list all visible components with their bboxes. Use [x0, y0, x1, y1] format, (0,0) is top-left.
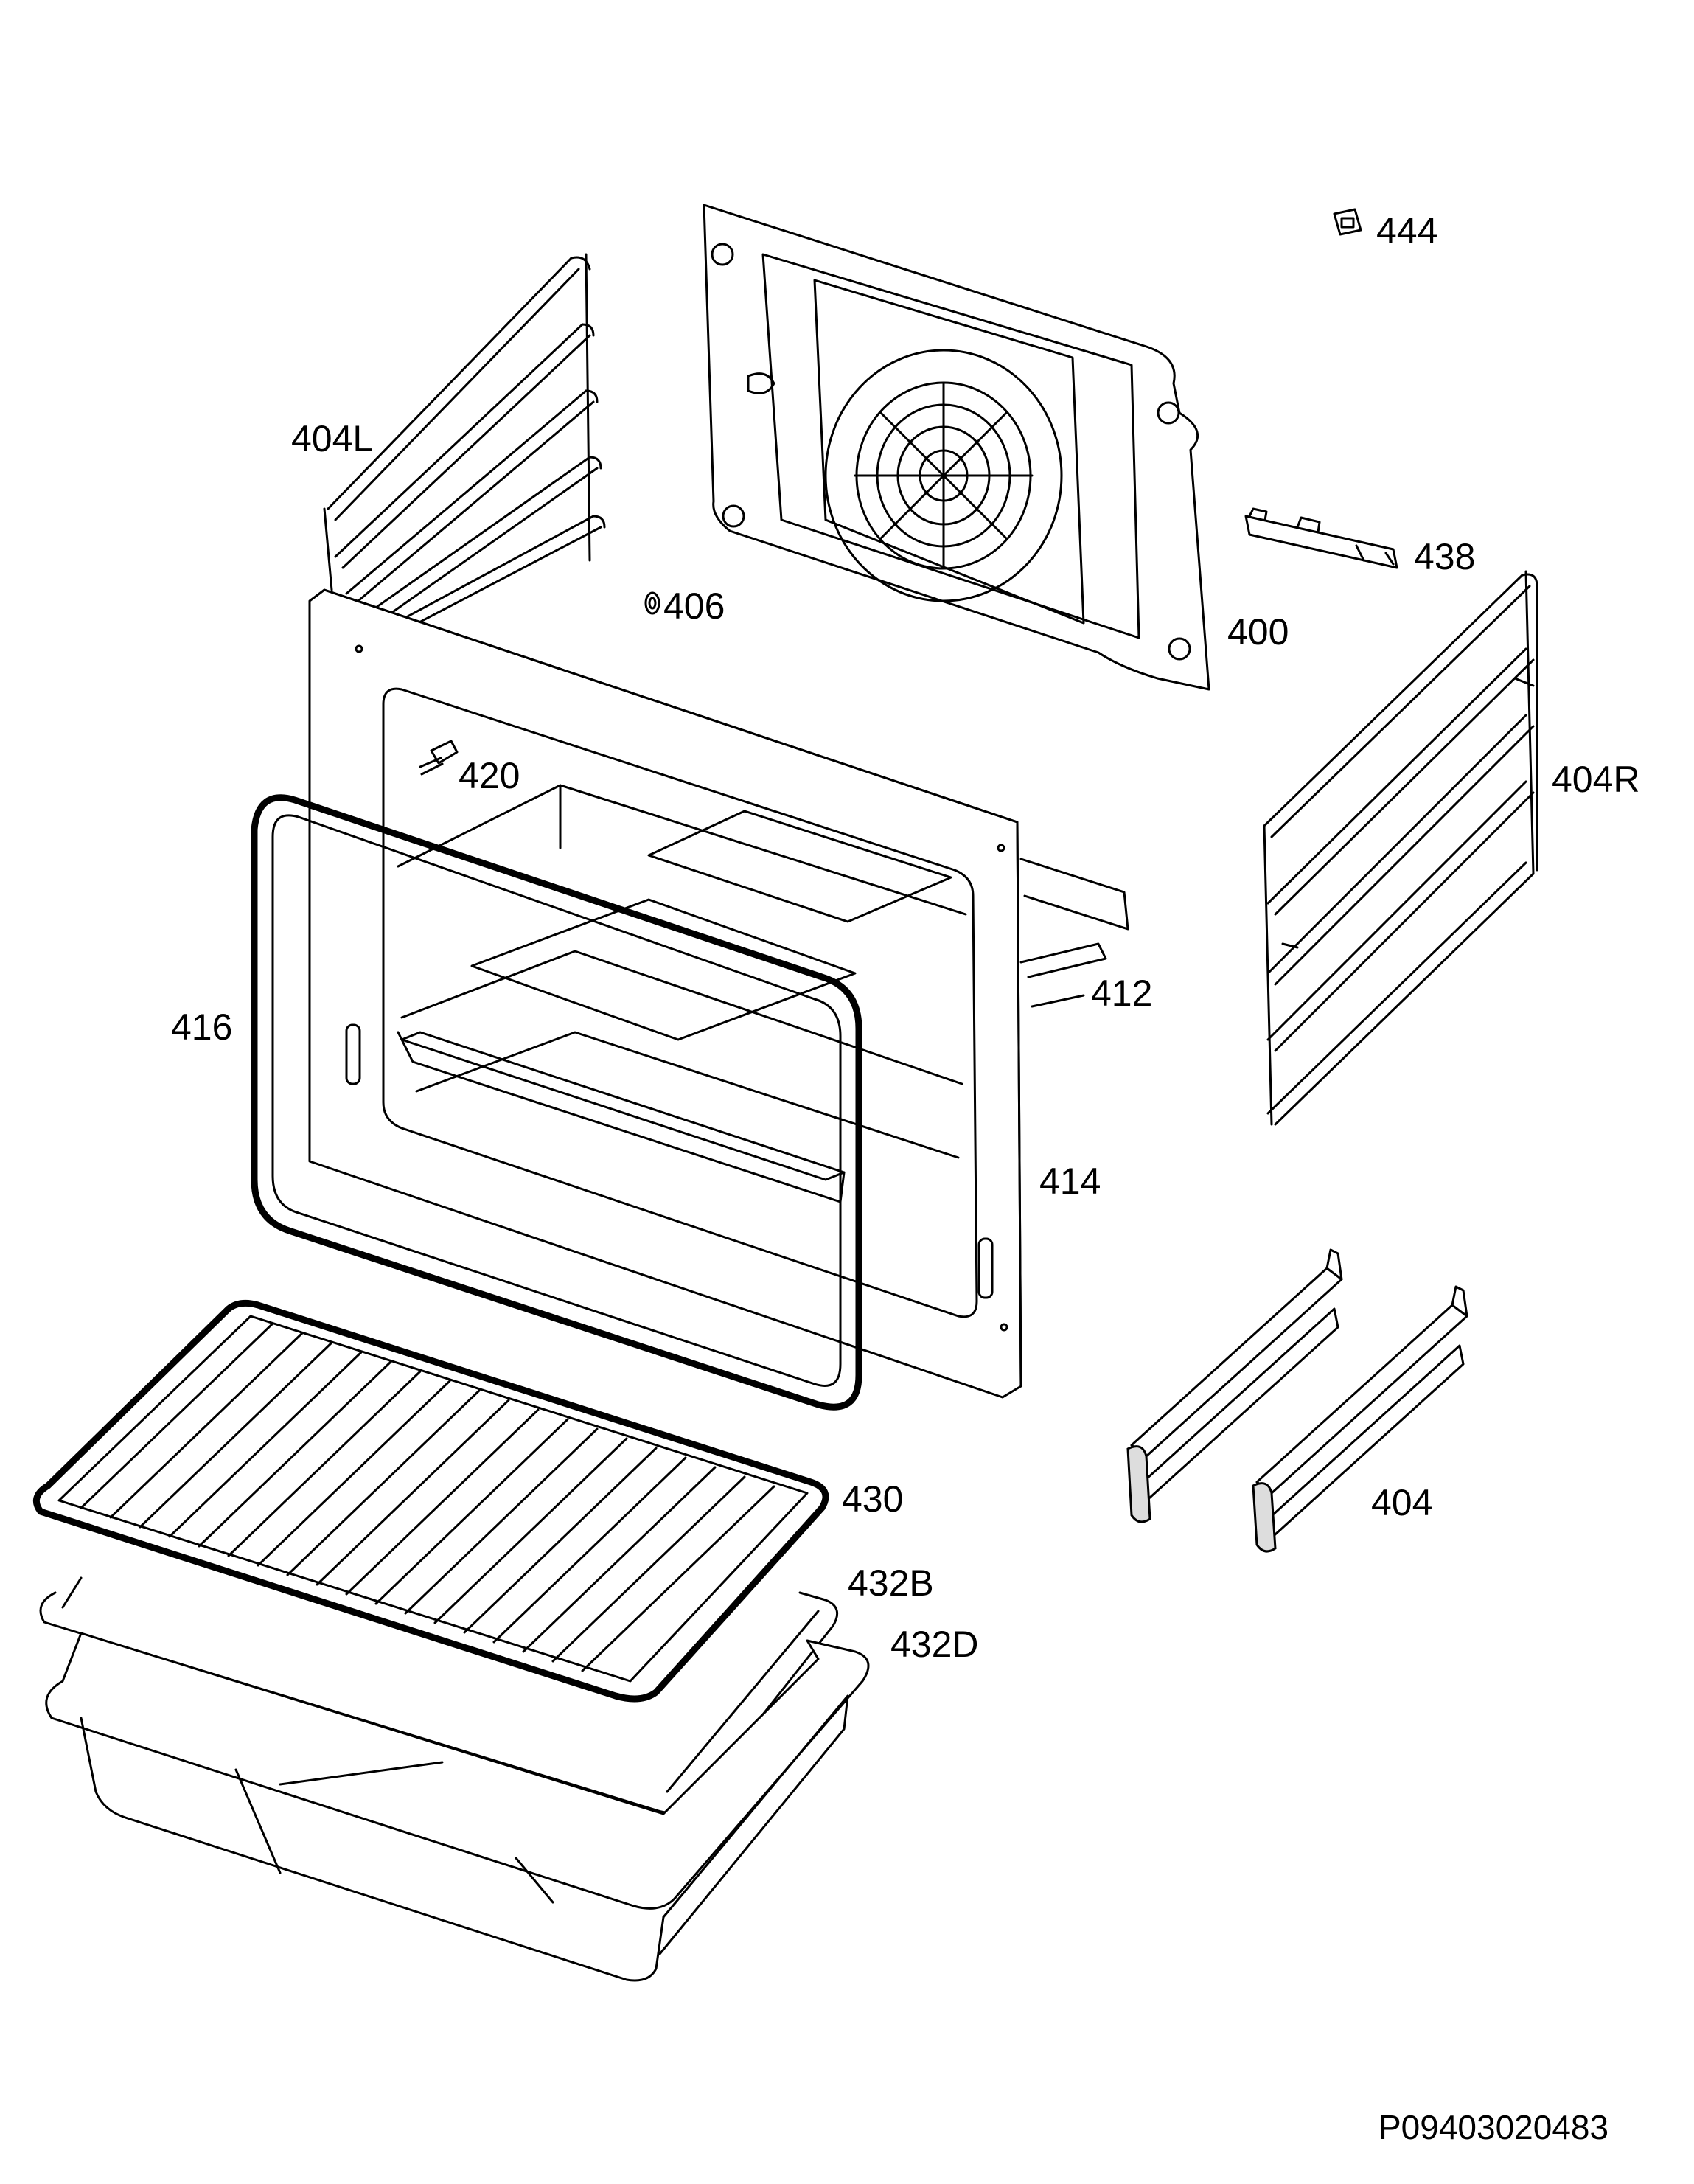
label-432D: 432D: [890, 1624, 979, 1665]
label-404L: 404L: [291, 418, 374, 459]
part-404R-right-rack: [1263, 570, 1538, 1126]
part-420-screw: [419, 740, 459, 776]
label-404: 404: [1371, 1482, 1433, 1523]
label-420: 420: [459, 755, 520, 796]
part-430-wire-grid: [32, 1299, 829, 1703]
label-438: 438: [1414, 536, 1476, 577]
label-406: 406: [663, 585, 725, 627]
label-432B: 432B: [848, 1562, 934, 1604]
label-430: 430: [842, 1478, 904, 1520]
drawing-code: P09403020483: [1378, 2108, 1609, 2146]
part-412-shelf-guide: [1019, 942, 1107, 1008]
part-432D-deep-tray: [45, 1632, 870, 1982]
label-412: 412: [1091, 973, 1153, 1014]
label-400: 400: [1227, 611, 1289, 653]
label-404R: 404R: [1552, 759, 1640, 800]
part-400-back-panel: [703, 204, 1210, 691]
part-444-clip: [1333, 208, 1362, 236]
label-416: 416: [171, 1006, 233, 1048]
part-406-nut: [644, 591, 660, 615]
part-404-telescopic-runners: [1126, 1248, 1468, 1553]
part-414-cavity-frame: [308, 588, 1129, 1399]
label-444: 444: [1376, 210, 1438, 251]
label-414: 414: [1039, 1161, 1101, 1202]
part-438-bracket: [1244, 507, 1398, 569]
part-416-door-seal: [251, 794, 862, 1411]
